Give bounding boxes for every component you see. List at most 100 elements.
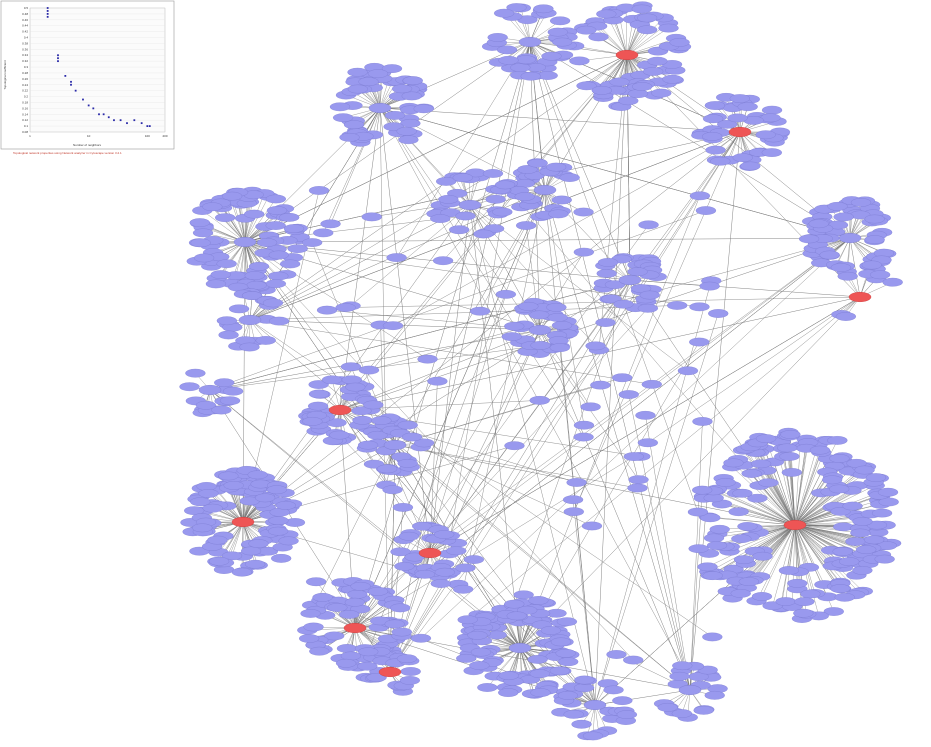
protein-node bbox=[777, 443, 798, 453]
protein-node bbox=[798, 234, 820, 244]
protein-node bbox=[662, 74, 683, 84]
protein-node bbox=[515, 55, 536, 65]
edge bbox=[354, 308, 649, 629]
protein-node bbox=[496, 45, 518, 55]
protein-node bbox=[557, 691, 579, 700]
edge bbox=[590, 54, 628, 86]
protein-node bbox=[371, 416, 392, 425]
protein-node bbox=[877, 487, 899, 497]
protein-node bbox=[455, 211, 476, 221]
protein-node bbox=[367, 587, 389, 596]
protein-node bbox=[233, 236, 257, 247]
protein-node bbox=[231, 567, 253, 577]
protein-node bbox=[432, 256, 454, 266]
protein-node bbox=[238, 315, 262, 326]
protein-node bbox=[347, 589, 368, 599]
protein-node bbox=[842, 501, 863, 511]
protein-node bbox=[864, 214, 885, 224]
edge bbox=[794, 524, 875, 540]
protein-node bbox=[823, 607, 844, 616]
protein-node bbox=[566, 478, 587, 487]
edge bbox=[597, 25, 628, 56]
data-point bbox=[126, 122, 128, 125]
protein-node bbox=[576, 81, 597, 91]
chart-grid bbox=[29, 7, 166, 133]
protein-node bbox=[504, 599, 525, 609]
hub-node bbox=[848, 292, 872, 303]
protein-node bbox=[215, 213, 236, 223]
protein-node bbox=[702, 632, 723, 642]
data-point bbox=[46, 15, 49, 18]
edge bbox=[394, 444, 796, 526]
protein-node bbox=[214, 378, 235, 388]
edge bbox=[572, 499, 596, 706]
protein-node bbox=[692, 485, 713, 495]
protein-node bbox=[190, 497, 211, 507]
protein-node bbox=[340, 362, 362, 372]
edge bbox=[573, 131, 741, 512]
protein-node bbox=[508, 643, 532, 654]
edge bbox=[209, 279, 631, 391]
protein-node bbox=[856, 545, 877, 554]
protein-node bbox=[368, 102, 392, 113]
protein-node bbox=[529, 310, 550, 320]
protein-node bbox=[583, 700, 607, 711]
protein-node bbox=[358, 647, 379, 657]
data-point bbox=[46, 13, 49, 15]
protein-node bbox=[755, 434, 777, 443]
protein-node bbox=[794, 597, 815, 606]
edge bbox=[479, 189, 546, 312]
protein-node bbox=[248, 539, 269, 548]
protein-node bbox=[657, 703, 678, 712]
protein-node bbox=[547, 27, 568, 37]
protein-node bbox=[402, 76, 423, 85]
data-point bbox=[46, 10, 49, 12]
data-point bbox=[92, 107, 95, 110]
protein-node bbox=[835, 312, 857, 321]
protein-node bbox=[830, 263, 852, 272]
protein-node bbox=[470, 647, 492, 657]
edge bbox=[794, 524, 811, 594]
protein-node bbox=[363, 400, 384, 410]
edge bbox=[794, 524, 856, 542]
protein-node bbox=[367, 69, 389, 79]
protein-node bbox=[761, 148, 782, 157]
edge bbox=[594, 313, 719, 706]
protein-node bbox=[728, 507, 749, 517]
y-tick-label: 0.2 bbox=[24, 95, 29, 99]
edge bbox=[544, 189, 691, 691]
protein-node bbox=[279, 213, 300, 222]
protein-node bbox=[417, 354, 438, 364]
protein-node bbox=[347, 67, 368, 77]
protein-node bbox=[383, 440, 407, 451]
protein-node bbox=[384, 619, 405, 629]
edge bbox=[794, 469, 865, 526]
protein-node bbox=[397, 420, 418, 430]
edge bbox=[594, 689, 691, 706]
protein-node bbox=[809, 445, 831, 455]
edge bbox=[379, 107, 683, 666]
edge bbox=[748, 524, 796, 582]
protein-node bbox=[618, 390, 639, 399]
protein-node bbox=[563, 507, 584, 517]
edge bbox=[794, 524, 810, 568]
protein-node bbox=[265, 279, 287, 289]
protein-node bbox=[390, 547, 411, 557]
protein-node bbox=[829, 454, 850, 463]
y-tick-label: 0.16 bbox=[22, 106, 28, 110]
edge bbox=[249, 305, 678, 321]
edge bbox=[379, 107, 741, 133]
protein-node bbox=[775, 597, 796, 606]
edge bbox=[202, 210, 246, 243]
edge bbox=[392, 131, 741, 326]
protein-node bbox=[874, 554, 895, 564]
edge bbox=[379, 68, 393, 109]
protein-node bbox=[827, 436, 848, 445]
protein-node bbox=[498, 688, 519, 697]
protein-node bbox=[210, 270, 231, 279]
protein-node bbox=[678, 685, 702, 696]
protein-node bbox=[839, 557, 860, 566]
data-point bbox=[113, 119, 115, 122]
protein-node bbox=[283, 224, 305, 233]
edge bbox=[429, 204, 471, 554]
